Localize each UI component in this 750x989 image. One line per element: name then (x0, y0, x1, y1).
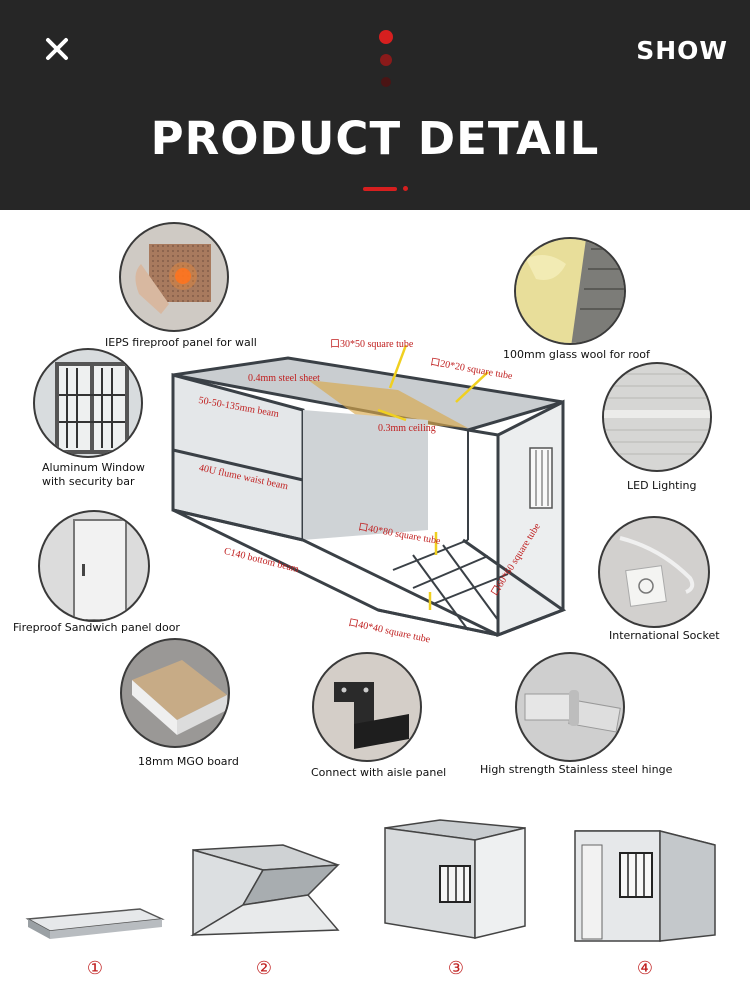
step-number-2: ② (255, 958, 273, 979)
socket-label: International Socket (609, 629, 720, 642)
aisle-panel-image (312, 652, 422, 762)
eps-panel-label: IEPS fireproof panel for wall (105, 336, 257, 349)
show-button[interactable]: SHOW (636, 36, 728, 65)
fold-step-2-image (188, 835, 343, 945)
fold-step-1-image (20, 895, 170, 945)
indicator-dot (380, 54, 392, 66)
hinge-label: High strength Stainless steel hinge (480, 763, 673, 776)
header-bar: SHOW PRODUCT DETAIL (0, 0, 750, 210)
door-label: Fireproof Sandwich panel door (13, 621, 180, 634)
window-image (33, 348, 143, 458)
indicator-dot (381, 77, 391, 87)
hinge-image (515, 652, 625, 762)
close-icon[interactable] (44, 36, 70, 62)
fold-step-3-image (380, 818, 530, 946)
step-number-1: ① (86, 958, 104, 979)
page-title: PRODUCT DETAIL (150, 112, 600, 165)
label-ceiling: 0.3mm ceiling (378, 423, 436, 434)
step-number-4: ④ (636, 958, 654, 979)
window-label: Aluminum Window with security bar (42, 461, 145, 488)
indicator-dot (379, 30, 393, 44)
socket-image (598, 516, 710, 628)
label-steel-sheet: 0.4mm steel sheet (248, 373, 320, 384)
eps-panel-image (119, 222, 229, 332)
led-lighting-label: LED Lighting (627, 479, 697, 492)
door-image (38, 510, 150, 622)
scroll-indicator-dots (378, 30, 394, 94)
title-underline (363, 187, 397, 191)
glass-wool-label: 100mm glass wool for roof (503, 348, 650, 361)
label-square-tube-30-50: 口30*50 square tube (330, 339, 414, 350)
aisle-panel-label: Connect with aisle panel (311, 766, 447, 779)
title-underline-dot (403, 186, 408, 191)
step-number-3: ③ (447, 958, 465, 979)
glass-wool-image (514, 237, 626, 345)
mgo-board-image (120, 638, 230, 748)
container-structure-diagram: 口30*50 square tube 口20*20 square tube 0.… (168, 339, 588, 650)
mgo-board-label: 18mm MGO board (138, 755, 239, 768)
led-lighting-image (602, 362, 712, 472)
fold-step-4-image (570, 823, 720, 945)
